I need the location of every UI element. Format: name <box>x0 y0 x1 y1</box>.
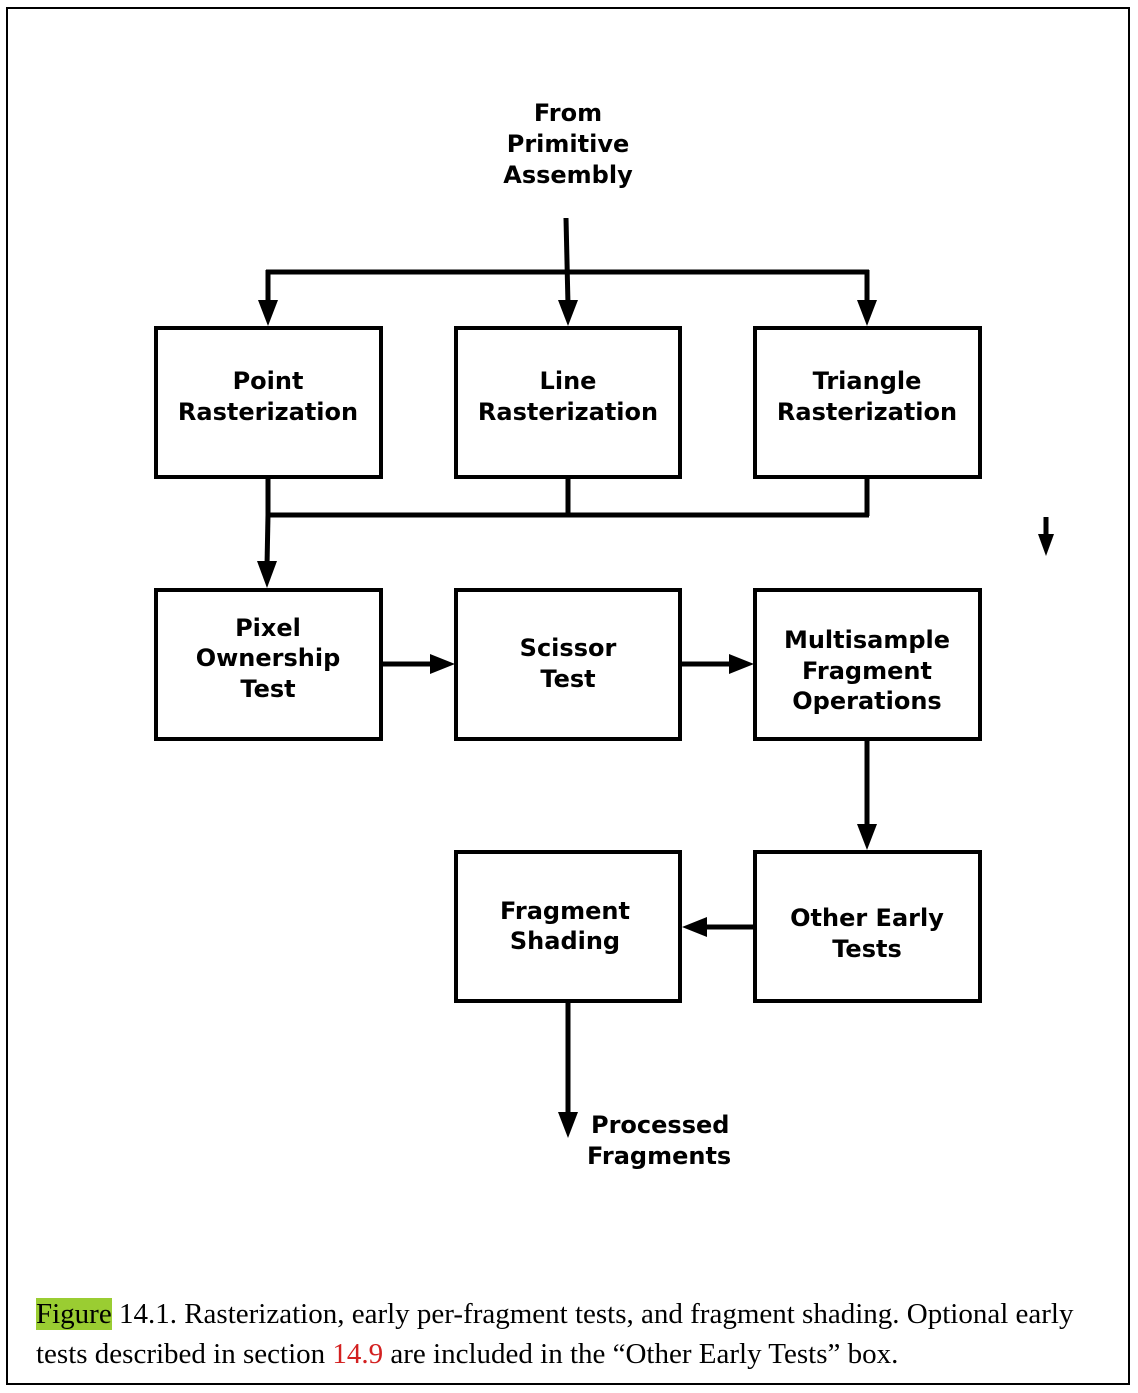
arrow-to-pixel-ownership <box>257 561 277 588</box>
other-early-label-1: Other Early <box>790 904 944 932</box>
scissor-label-2: Test <box>540 665 595 693</box>
point-raster-label-2: Rasterization <box>178 398 358 426</box>
scissor-test-box <box>454 588 682 741</box>
input-connector <box>563 217 571 306</box>
other-early-tests-box <box>753 850 982 1003</box>
input-label-line-3: Assembly <box>503 161 633 189</box>
input-label-line-1: From <box>534 99 602 127</box>
arrow-to-scissor <box>430 654 455 674</box>
caption-text-1: 14.1. Rasterization, early per-fragment … <box>36 1298 1074 1370</box>
multisample-label-3: Operations <box>792 687 941 715</box>
caption-text-2: are included in the “Other Early Tests” … <box>383 1338 899 1370</box>
multisample-label-1: Multisample <box>784 626 950 654</box>
arrow-to-other-early <box>857 824 877 850</box>
stray-arrow-head <box>1038 534 1054 556</box>
merge-down <box>264 514 271 567</box>
arrow-to-multisample <box>729 654 754 674</box>
output-label-line-2: Fragments <box>587 1142 731 1170</box>
multisample-label-2: Fragment <box>802 657 932 685</box>
arrow-to-triangle-raster <box>857 300 877 326</box>
triangle-raster-label-1: Triangle <box>813 367 922 395</box>
arrow-to-point-raster <box>258 300 278 326</box>
fragment-shading-box <box>454 850 682 1003</box>
fragment-shading-label-1: Fragment <box>500 897 630 925</box>
pixel-ownership-label-1: Pixel <box>235 614 301 642</box>
scissor-label-1: Scissor <box>520 634 617 662</box>
arrow-to-fragment-shading <box>682 917 707 937</box>
line-raster-label-2: Rasterization <box>478 398 658 426</box>
input-label-line-2: Primitive <box>507 130 630 158</box>
point-rasterization-box <box>154 326 383 479</box>
arrow-to-output <box>558 1112 578 1138</box>
triangle-raster-label-2: Rasterization <box>777 398 957 426</box>
section-reference-link[interactable]: 14.9 <box>332 1338 384 1370</box>
output-label-line-1: Processed <box>591 1111 729 1139</box>
other-early-label-2: Tests <box>832 935 902 963</box>
fragment-shading-label-2: Shading <box>510 927 620 955</box>
pixel-ownership-label-3: Test <box>240 675 295 703</box>
point-raster-label-1: Point <box>233 367 304 395</box>
multisample-box <box>753 588 982 741</box>
pixel-ownership-label-2: Ownership <box>196 644 341 672</box>
triangle-rasterization-box <box>753 326 982 479</box>
figure-caption: Figure 14.1. Rasterization, early per-fr… <box>36 1294 1116 1374</box>
line-raster-label-1: Line <box>540 367 597 395</box>
figure-highlight: Figure <box>36 1298 112 1330</box>
line-rasterization-box <box>454 326 682 479</box>
arrow-to-line-raster <box>558 300 578 326</box>
pixel-ownership-box <box>154 588 383 741</box>
